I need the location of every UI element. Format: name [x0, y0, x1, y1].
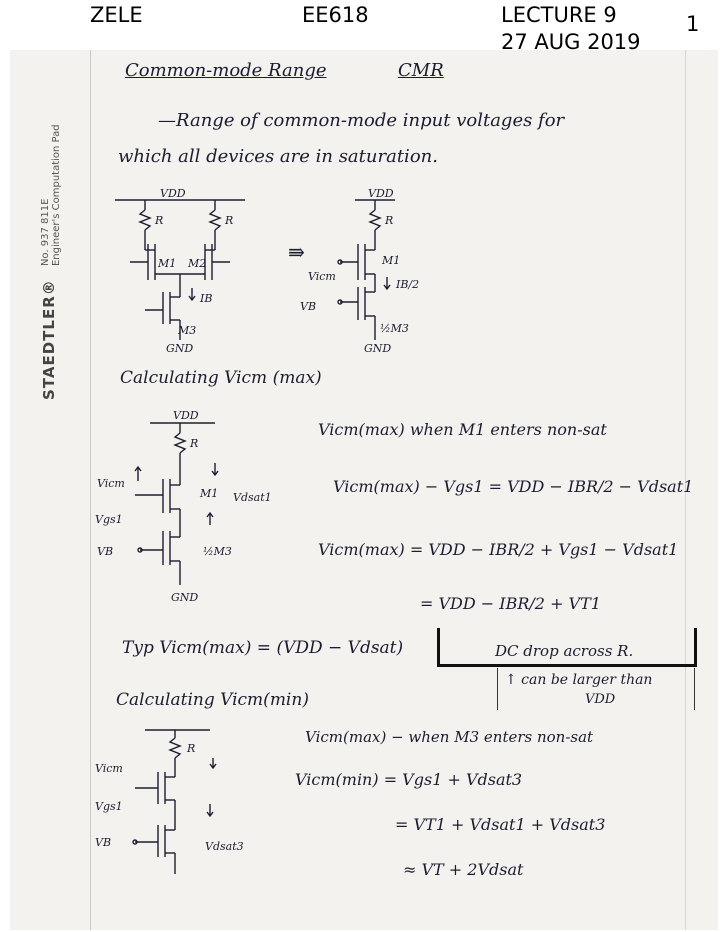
label-vb-half: VB: [300, 300, 316, 313]
label-vicm-half: Vicm: [308, 270, 336, 283]
label-m3: M3: [177, 324, 196, 337]
min-condition: Vicm(max) − when M3 enters non-sat: [305, 728, 594, 746]
header-lecture: LECTURE 9: [501, 3, 617, 27]
header-author: ZELE: [90, 3, 143, 27]
label-vdd-1: VDD: [160, 187, 186, 200]
max-equation-3: = VDD − IBR/2 + VT1: [420, 594, 601, 613]
label-vb-min: VB: [95, 836, 111, 849]
dc-drop-label: DC drop across R.: [495, 642, 634, 660]
label-vdd-3: VDD: [173, 409, 199, 422]
half-circuit: VDD R M1 Vicm IB/2 VB ½M3 GND: [300, 187, 419, 355]
right-margin-line: [685, 50, 686, 930]
label-m1-half: M1: [381, 254, 400, 267]
label-vgs1-min: Vgs1: [95, 800, 123, 813]
definition-line-1: —Range of common-mode input voltages for: [158, 110, 565, 131]
label-r-right: R: [224, 214, 233, 227]
margin-line: [90, 50, 91, 930]
min-equation-2: = VT1 + Vdsat1 + Vdsat3: [395, 815, 606, 834]
notepad-sheet: [10, 50, 718, 930]
label-vdd-2: VDD: [368, 187, 394, 200]
page-number: 1: [686, 12, 700, 36]
pad-branding: STAEDTLER® No. 937 811E Engineer's Compu…: [40, 124, 62, 400]
label-vgs1-max: Vgs1: [95, 513, 123, 526]
diff-pair-circuit: VDD R R M1 M2 IB M3 GND: [115, 187, 245, 355]
label-ib-half: IB/2: [395, 278, 419, 291]
label-vicm-min: Vicm: [95, 762, 123, 775]
equivalent-arrow-icon: ⇛: [288, 240, 305, 264]
min-circuit: Vicm Vgs1 VB R Vdsat3: [95, 729, 244, 874]
note-box: [497, 668, 695, 710]
label-m1-max: M1: [199, 487, 218, 500]
max-circuit: Vicm Vgs1 VB VDD R M1 Vdsat1 ½M3 GND: [95, 409, 272, 604]
catalog-number: No. 937 811E: [40, 198, 51, 267]
notes-title: Common-mode Range: [125, 60, 327, 81]
label-vdsat3: Vdsat3: [205, 840, 244, 853]
section-min-heading: Calculating Vicm(min): [116, 690, 309, 710]
notes-title-abbr: CMR: [398, 60, 444, 81]
max-equation-1: Vicm(max) − Vgs1 = VDD − IBR/2 − Vdsat1: [333, 477, 694, 496]
label-r-half: R: [384, 214, 393, 227]
label-vicm-max: Vicm: [97, 477, 125, 490]
emphasis-bracket: [437, 628, 697, 667]
label-gnd-3: GND: [171, 591, 198, 604]
label-half-m3: ½M3: [380, 322, 409, 335]
max-equation-2: Vicm(max) = VDD − IBR/2 + Vgs1 − Vdsat1: [318, 540, 679, 559]
min-equation-3: ≈ VT + 2Vdsat: [403, 860, 524, 879]
label-m1: M1: [157, 257, 176, 270]
label-vdsat1: Vdsat1: [233, 491, 272, 504]
label-gnd-2: GND: [364, 342, 391, 355]
note-line-2: VDD: [585, 692, 616, 707]
label-half-m3-max: ½M3: [203, 545, 232, 558]
section-max-heading: Calculating Vicm (max): [120, 368, 322, 388]
brand-logo: STAEDTLER®: [40, 279, 58, 400]
label-r-max: R: [189, 437, 198, 450]
label-r-left: R: [154, 214, 163, 227]
label-ib: IB: [199, 292, 212, 305]
label-m2: M2: [187, 257, 206, 270]
min-equation-1: Vicm(min) = Vgs1 + Vdsat3: [295, 770, 523, 789]
label-vb-max: VB: [97, 545, 113, 558]
typical-result: Typ Vicm(max) = (VDD − Vdsat): [122, 638, 404, 658]
product-name: Engineer's Computation Pad: [51, 124, 62, 267]
note-line-1: ↑ can be larger than: [505, 672, 653, 688]
header-course: EE618: [302, 3, 369, 27]
label-gnd-1: GND: [166, 342, 193, 355]
label-r-min: R: [186, 742, 195, 755]
max-condition: Vicm(max) when M1 enters non-sat: [318, 420, 607, 439]
definition-line-2: which all devices are in saturation.: [118, 146, 438, 167]
